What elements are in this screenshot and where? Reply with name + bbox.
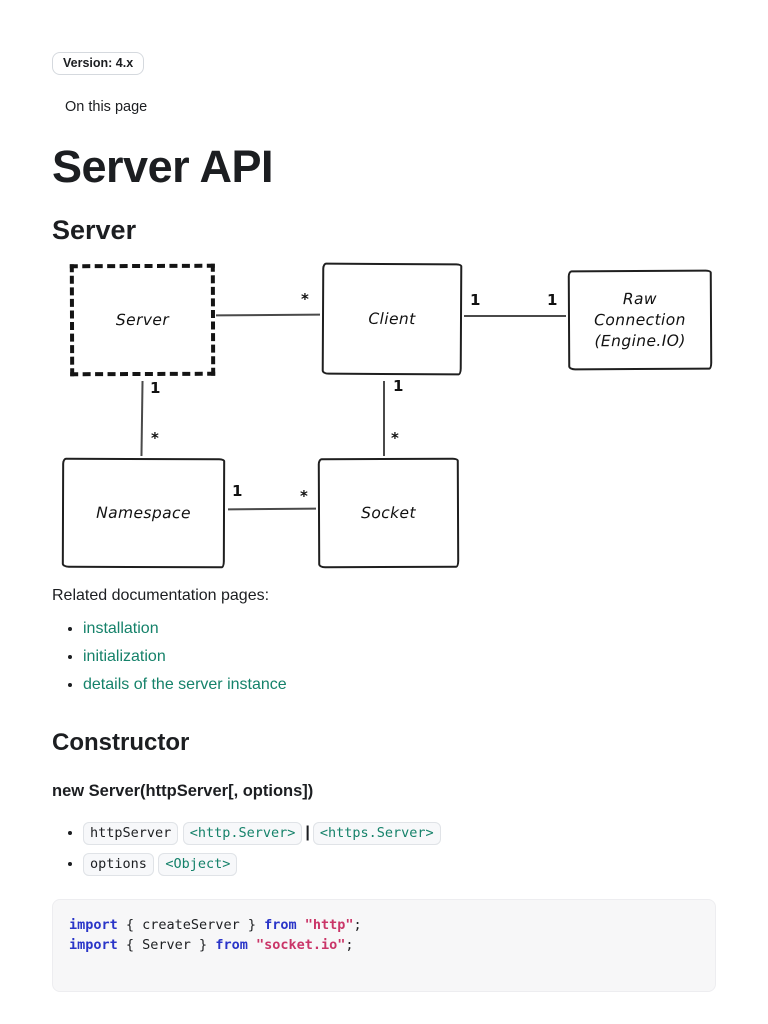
code-token: { createServer } <box>117 916 265 933</box>
code-token: import <box>69 936 118 953</box>
section-heading-server: Server <box>52 214 137 245</box>
edge-client-raw-connection <box>464 314 566 317</box>
code-token <box>297 917 305 933</box>
cardinality-server-namespace-from: 1 <box>150 378 161 397</box>
list-item: installation <box>83 619 716 637</box>
section-heading-constructor: Constructor <box>52 728 190 756</box>
cardinality-client-raw-to: 1 <box>547 290 558 309</box>
code-token: ; <box>353 916 362 933</box>
diagram-node-namespace: Namespace <box>61 457 226 568</box>
code-token: import <box>69 916 118 933</box>
cardinality-client-socket-to: * <box>391 428 399 447</box>
code-token: "socket.io" <box>255 936 346 953</box>
param-type-http-server[interactable]: <http.Server> <box>182 821 303 845</box>
param-name-options: options <box>83 852 154 876</box>
link-installation[interactable]: installation <box>83 619 159 637</box>
code-token: ; <box>345 936 354 953</box>
type-separator: | <box>305 823 310 841</box>
diagram-node-socket: Socket <box>317 457 460 568</box>
cardinality-namespace-socket-to: * <box>300 486 308 505</box>
code-token: { Server } <box>117 936 216 953</box>
cardinality-namespace-socket-from: 1 <box>232 481 243 500</box>
code-token: "http" <box>304 916 354 933</box>
edge-client-socket <box>383 380 385 456</box>
version-badge[interactable]: Version: 4.x <box>52 52 145 75</box>
related-docs-label: Related documentation pages: <box>52 586 270 604</box>
edge-server-namespace <box>140 380 144 456</box>
list-item: details of the server instance <box>83 675 716 693</box>
edge-server-client <box>215 313 321 316</box>
cardinality-client-raw-from: 1 <box>470 290 481 309</box>
cardinality-server-namespace-to: * <box>151 428 159 447</box>
constructor-signature: new Server(httpServer[, options]) <box>52 781 314 800</box>
diagram-node-raw-connection: Raw Connection (Engine.IO) <box>567 269 713 370</box>
code-line-1: import { createServer } from "http"; <box>69 915 699 935</box>
param-name-httpserver: httpServer <box>83 821 179 845</box>
edge-namespace-socket <box>227 507 317 510</box>
page-title: Server API <box>52 141 273 192</box>
diagram-node-client: Client <box>321 262 463 375</box>
code-token <box>248 937 256 953</box>
code-line-2: import { Server } from "socket.io"; <box>69 935 699 955</box>
list-item: initialization <box>83 647 716 665</box>
cardinality-client-socket-from: 1 <box>393 376 404 395</box>
code-token: from <box>264 916 297 933</box>
link-initialization[interactable]: initialization <box>83 647 166 665</box>
code-token: from <box>215 936 248 953</box>
constructor-params-list: httpServer <http.Server>|<https.Server> … <box>52 821 716 876</box>
link-server-instance-details[interactable]: details of the server instance <box>83 675 287 693</box>
diagram-node-server: Server <box>69 263 216 376</box>
param-type-https-server[interactable]: <https.Server> <box>312 821 441 845</box>
param-type-object[interactable]: <Object> <box>158 852 238 876</box>
param-httpserver: httpServer <http.Server>|<https.Server> <box>83 821 716 845</box>
class-diagram: 1 * 1 1 1 * 1 * 1 * Server Client Raw Co… <box>52 259 716 571</box>
code-block: import { createServer } from "http"; imp… <box>52 898 716 992</box>
related-docs-list: installation initialization details of t… <box>52 619 716 693</box>
param-options: options <Object> <box>83 852 716 876</box>
cardinality-server-client-to: * <box>301 289 309 308</box>
on-this-page-toggle[interactable]: On this page <box>65 99 148 115</box>
